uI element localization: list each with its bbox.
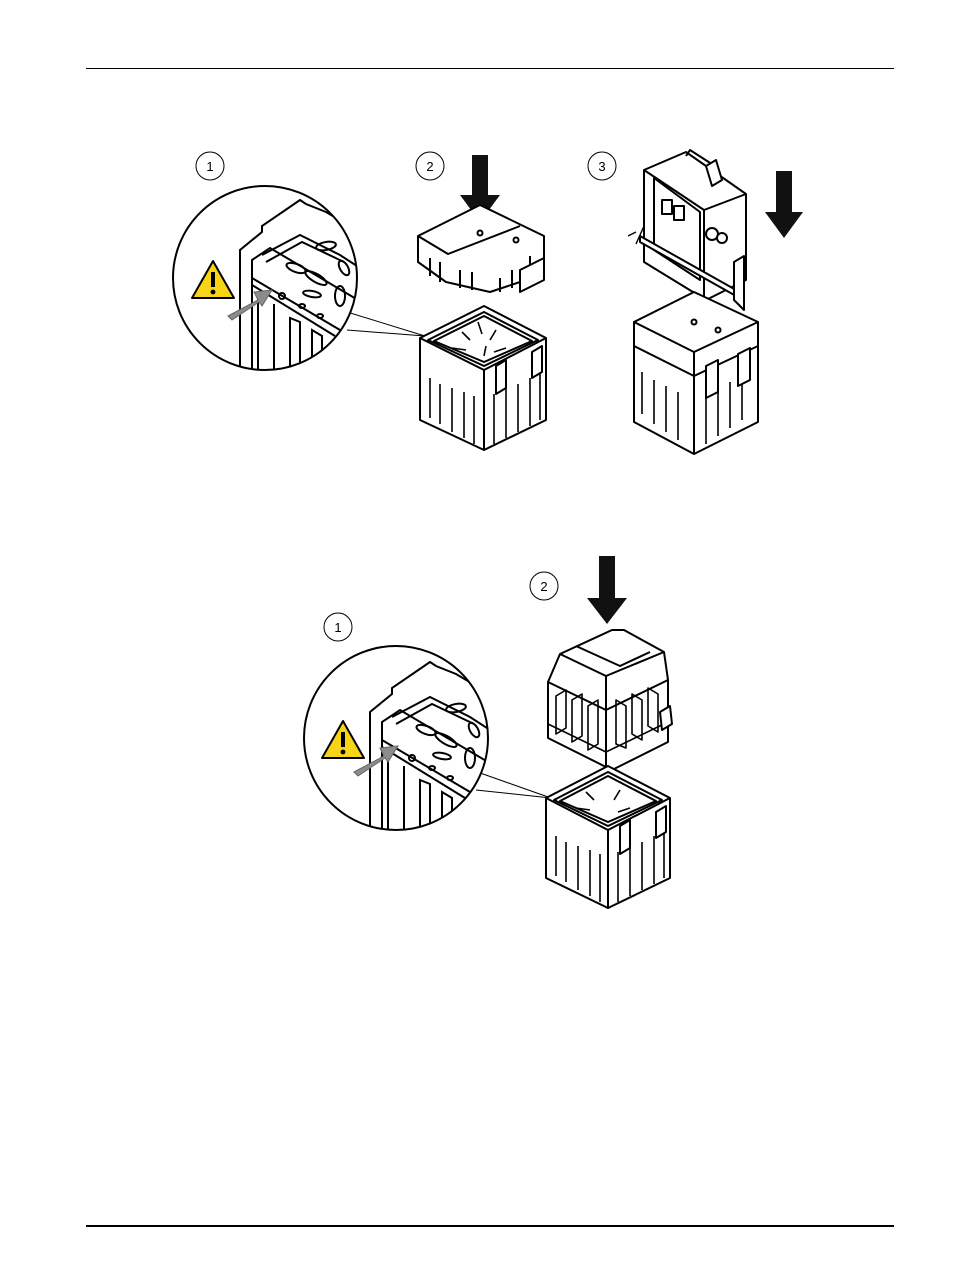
callout-label: 1 xyxy=(334,620,341,635)
callout-1: 1 xyxy=(196,152,224,180)
figure-1: 1 2 3 xyxy=(173,150,803,454)
callout-2: 2 xyxy=(530,572,558,600)
callout-label: 1 xyxy=(206,159,213,174)
magnifier-detail xyxy=(304,646,490,830)
callout-label: 2 xyxy=(426,159,433,174)
callout-label: 2 xyxy=(540,579,547,594)
container-base xyxy=(546,766,670,908)
callout-3: 3 xyxy=(588,152,616,180)
magnifier-detail xyxy=(173,186,360,370)
callout-label: 3 xyxy=(598,159,605,174)
dome-lid xyxy=(548,630,672,770)
container-base xyxy=(420,306,546,450)
controller-unit xyxy=(628,150,746,310)
callout-1: 1 xyxy=(324,613,352,641)
callout-2: 2 xyxy=(416,152,444,180)
figure-2: 1 2 xyxy=(304,556,672,908)
container-base xyxy=(634,292,758,454)
container-lid xyxy=(418,205,544,292)
down-arrow-icon xyxy=(765,171,803,238)
down-arrow-icon xyxy=(587,556,627,624)
